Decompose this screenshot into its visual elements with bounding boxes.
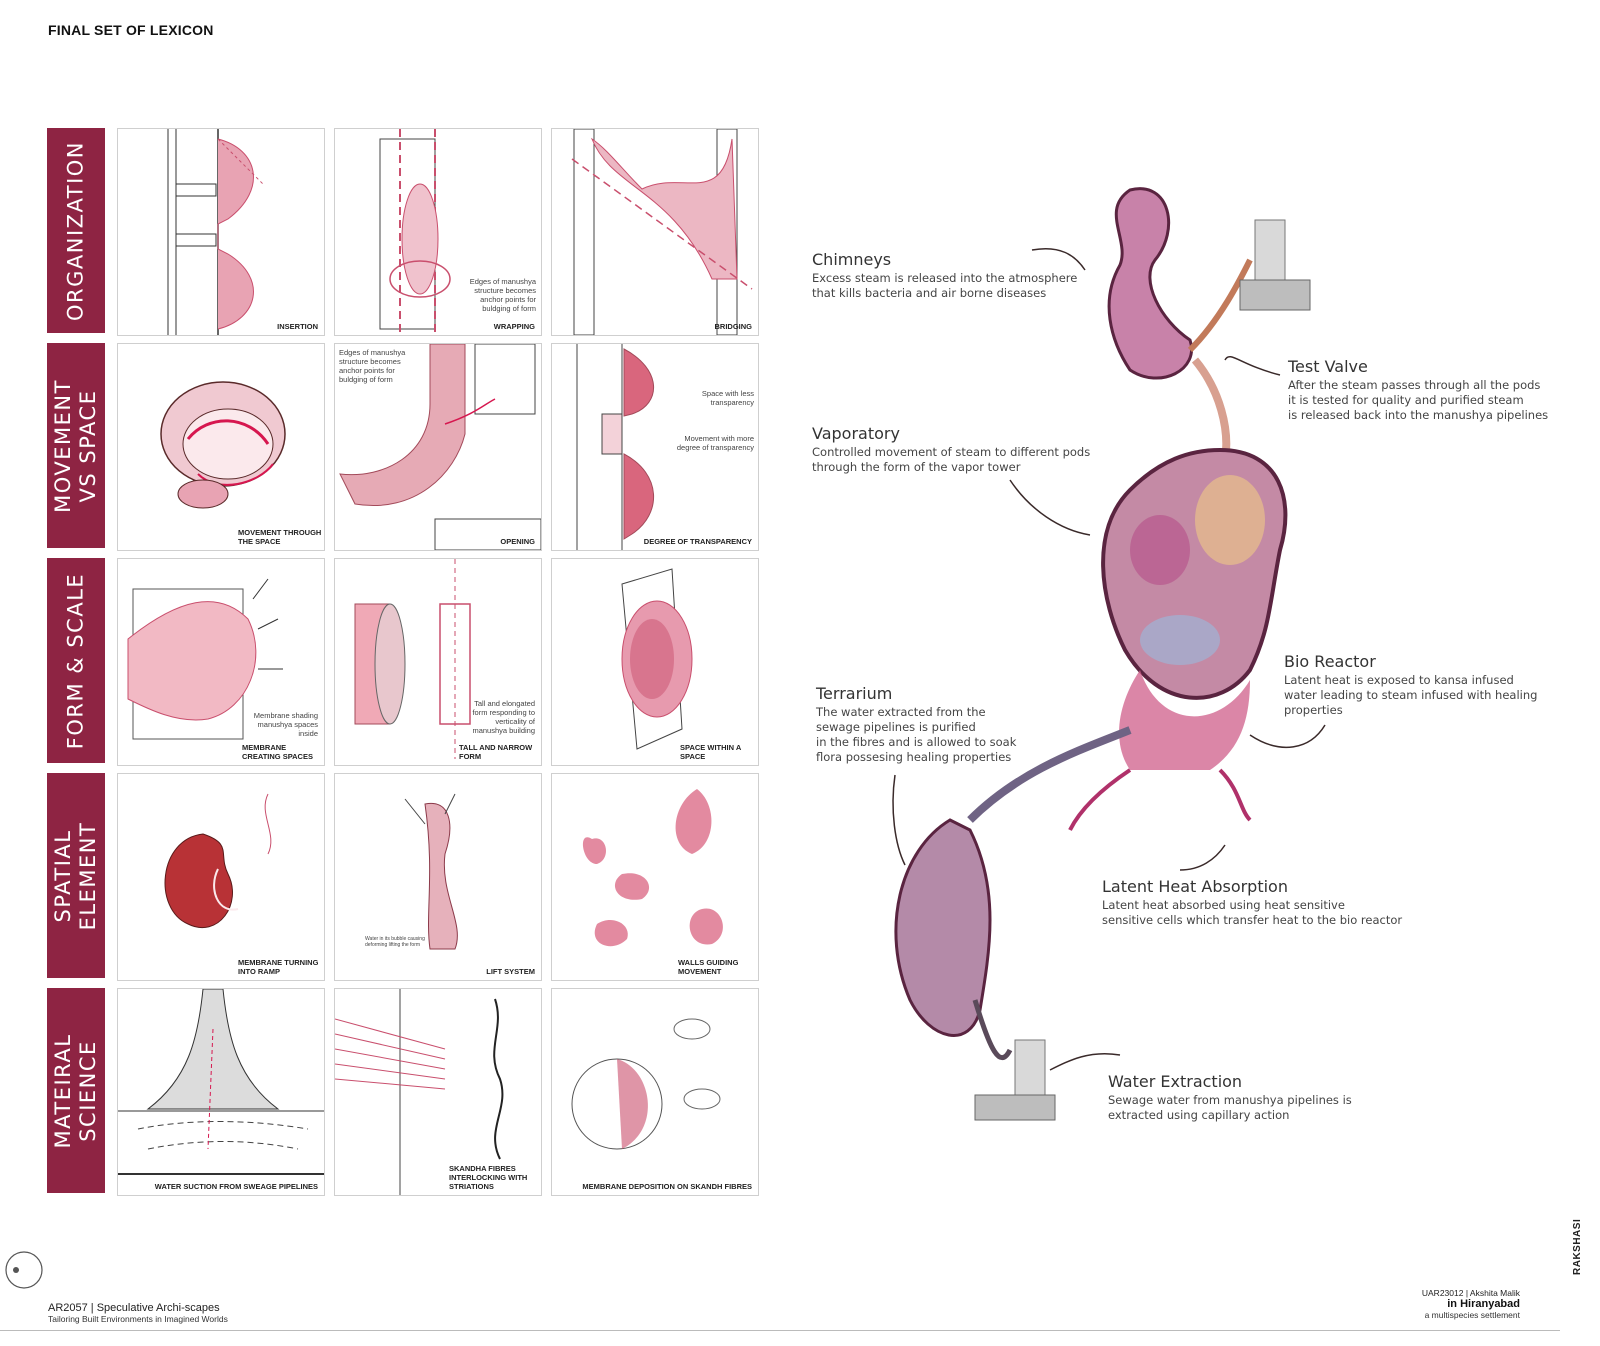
row-tab-material-science: MATEIRAL SCIENCE <box>47 988 105 1193</box>
note-membrane-spaces: Membrane shading manushya spaces inside <box>253 711 318 738</box>
caption-movement: MOVEMENT THROUGH THE SPACE <box>238 528 322 546</box>
space-within-sketch <box>621 568 693 750</box>
terrarium-title: Terrarium <box>816 684 893 703</box>
water-extraction-desc: Sewage water from manushya pipelines is … <box>1108 1093 1352 1122</box>
vaporatory-title: Vaporatory <box>812 424 900 443</box>
page-title: FINAL SET OF LEXICON <box>48 22 214 38</box>
footer-course-info: AR2057 | Speculative Archi-scapes Tailor… <box>48 1302 228 1324</box>
annotation-chimneys: Chimneys Excess steam is released into t… <box>812 250 1077 301</box>
logo-icon <box>5 1251 43 1289</box>
chimneys-desc: Excess steam is released into the atmosp… <box>812 271 1078 300</box>
caption-ramp: MEMBRANE TURNING INTO RAMP <box>238 958 319 976</box>
bridging-sketch <box>571 129 753 335</box>
lift-sketch <box>404 793 458 950</box>
annotation-terrarium: Terrarium The water extracted from the s… <box>816 684 1016 765</box>
water-extraction-title: Water Extraction <box>1108 1072 1243 1091</box>
membrane-deposition-sketch <box>571 1018 721 1150</box>
lexicon-cell-water-suction: WATER SUCTION FROM SWEAGE PIPELINES <box>117 988 325 1196</box>
lexicon-cell-membrane-ramp: MEMBRANE TURNING INTO RAMP <box>117 773 325 981</box>
membrane-spaces-sketch <box>127 578 283 740</box>
caption-walls: WALLS GUIDING MOVEMENT <box>678 958 739 976</box>
caption-skandha: SKANDHA FIBRES INTERLOCKING WITH STRIATI… <box>449 1164 528 1191</box>
vaporatory-desc: Controlled movement of steam to differen… <box>812 445 1091 474</box>
lexicon-cell-movement-through-space: MOVEMENT THROUGH THE SPACE <box>117 343 325 551</box>
lexicon-cell-membrane-creating-spaces: Membrane shading manushya spaces inside … <box>117 558 325 766</box>
tall-narrow-sketch <box>354 559 471 759</box>
note-lift: Water in its bubble causing deforming li… <box>365 936 425 948</box>
lexicon-cell-space-within-space: SPACE WITHIN A SPACE <box>551 558 759 766</box>
annotation-latent-heat: Latent Heat Absorption Latent heat absor… <box>1102 877 1402 928</box>
brand-label: RAKSHASI <box>1572 1218 1583 1275</box>
student-id: UAR23012 | Akshita Malik <box>1421 1288 1520 1298</box>
note-tall-narrow: Tall and elongated form responding to ve… <box>472 699 535 735</box>
lexicon-cell-membrane-deposition: MEMBRANE DEPOSITION ON SKANDH FIBRES <box>551 988 759 1196</box>
settlement-text: a multispecies settlement <box>1424 1310 1520 1320</box>
caption-insertion: INSERTION <box>277 322 318 331</box>
course-subtitle: Tailoring Built Environments in Imagined… <box>48 1314 228 1324</box>
wrapping-sketch <box>379 129 451 335</box>
caption-opening: OPENING <box>500 537 535 546</box>
footer-divider <box>0 1330 1560 1331</box>
caption-bridging: BRIDGING <box>714 322 753 331</box>
lexicon-cell-bridging: BRIDGING <box>551 128 759 336</box>
note-transparency-less: Space with less transparency <box>701 389 754 407</box>
note-opening: Edges of manushya structure becomes anch… <box>339 348 406 384</box>
lexicon-cell-tall-narrow-form: Tall and elongated form responding to ve… <box>334 558 542 766</box>
lexicon-cell-degree-of-transparency: Space with less transparency Movement wi… <box>551 343 759 551</box>
lexicon-cell-wrapping: Edges of manushya structure becomes anch… <box>334 128 542 336</box>
annotation-bio-reactor: Bio Reactor Latent heat is exposed to ka… <box>1284 652 1537 718</box>
annotation-vaporatory: Vaporatory Controlled movement of steam … <box>812 424 1090 475</box>
caption-lift: LIFT SYSTEM <box>486 967 535 976</box>
footer-student-info: UAR23012 | Akshita Malik in Hiranyabad a… <box>1422 1288 1520 1320</box>
caption-water-suction: WATER SUCTION FROM SWEAGE PIPELINES <box>154 1182 318 1191</box>
lexicon-cell-opening: Edges of manushya structure becomes anch… <box>334 343 542 551</box>
caption-tall-narrow: TALL AND NARROW FORM <box>459 743 533 761</box>
latent-heat-title: Latent Heat Absorption <box>1102 877 1288 896</box>
test-valve-desc: After the steam passes through all the p… <box>1288 378 1549 422</box>
latent-heat-desc: Latent heat absorbed using heat sensitiv… <box>1102 898 1403 927</box>
bio-reactor-desc: Latent heat is exposed to kansa infused … <box>1284 673 1538 717</box>
annotation-test-valve: Test Valve After the steam passes throug… <box>1288 357 1548 423</box>
terrarium-desc: The water extracted from the sewage pipe… <box>816 705 1017 764</box>
row-tab-form-scale: FORM & SCALE <box>47 558 105 763</box>
course-code: AR2057 | Speculative Archi-scapes <box>48 1302 220 1314</box>
skandha-sketch <box>335 989 504 1195</box>
annotation-water-extraction: Water Extraction Sewage water from manus… <box>1108 1072 1352 1123</box>
opening-sketch <box>339 344 541 550</box>
lexicon-cell-walls-guiding: WALLS GUIDING MOVEMENT <box>551 773 759 981</box>
lexicon-cell-insertion: INSERTION <box>117 128 325 336</box>
note-transparency-more: Movement with more degree of transparenc… <box>676 434 754 452</box>
caption-membrane-deposition: MEMBRANE DEPOSITION ON SKANDH FIBRES <box>582 1182 752 1191</box>
caption-transparency: DEGREE OF TRANSPARENCY <box>643 537 752 546</box>
walls-sketch <box>582 789 723 947</box>
row-tab-spatial-element: SPATIAL ELEMENT <box>47 773 105 978</box>
bio-reactor-title: Bio Reactor <box>1284 652 1376 671</box>
row-tab-movement-vs-space: MOVEMENT VS SPACE <box>47 343 105 548</box>
movement-sketch <box>160 381 286 509</box>
lexicon-cell-skandha-fibres: SKANDHA FIBRES INTERLOCKING WITH STRIATI… <box>334 988 542 1196</box>
transparency-sketch <box>576 344 655 550</box>
ramp-sketch <box>164 793 272 929</box>
caption-wrapping: WRAPPING <box>493 322 535 331</box>
vapor-tower-illustration <box>892 187 1326 1121</box>
place-name: in Hiranyabad <box>1447 1298 1520 1310</box>
lexicon-cell-lift-system: Water in its bubble causing deforming li… <box>334 773 542 981</box>
row-tab-organization: ORGANIZATION <box>47 128 105 333</box>
caption-space-within: SPACE WITHIN A SPACE <box>680 743 741 761</box>
test-valve-title: Test Valve <box>1288 357 1368 376</box>
caption-membrane-spaces: MEMBRANE CREATING SPACES <box>242 743 313 761</box>
chimneys-title: Chimneys <box>812 250 892 269</box>
insertion-sketch <box>167 129 264 335</box>
note-wrapping: Edges of manushya structure becomes anch… <box>469 277 536 313</box>
water-suction-sketch <box>118 989 324 1175</box>
